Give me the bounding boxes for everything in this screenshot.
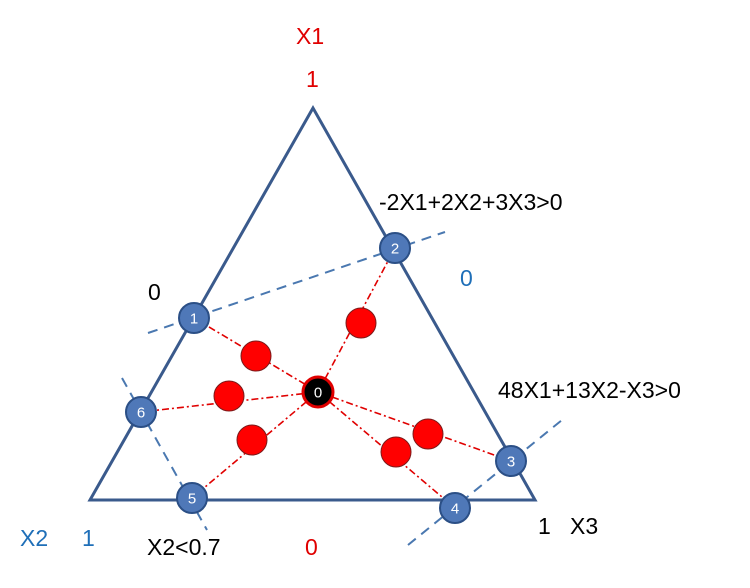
- red-dots: [213, 307, 444, 468]
- constraint-label-right: 48X1+13X2-X3>0: [498, 377, 681, 403]
- center-node-label: 0: [314, 385, 322, 402]
- left-edge-zero: 0: [148, 279, 161, 305]
- node-2-label: 2: [391, 241, 399, 258]
- red-dot: [380, 436, 412, 468]
- x1-axis-name: X1: [296, 23, 324, 49]
- node-1: 1: [178, 302, 210, 334]
- node-3: 3: [495, 445, 527, 477]
- node-6: 6: [125, 396, 157, 428]
- right-edge-zero: 0: [460, 265, 473, 291]
- node-6-label: 6: [137, 405, 145, 422]
- node-1-label: 1: [190, 311, 198, 328]
- ray-to-node-1: [193, 317, 319, 393]
- node-4: 4: [439, 492, 471, 524]
- constraint-label-bottom: X2<0.7: [147, 534, 221, 560]
- x1-vertex-value: 1: [306, 66, 319, 92]
- center-node: 0: [301, 375, 335, 409]
- bottom-edge-zero: 0: [305, 534, 318, 560]
- node-4-label: 4: [451, 501, 459, 518]
- constraint-label-top: -2X1+2X2+3X3>0: [379, 189, 563, 215]
- x2-axis-name: X2: [20, 525, 48, 551]
- x2-vertex-value: 1: [82, 525, 95, 551]
- node-3-label: 3: [507, 454, 515, 471]
- x3-axis-name: X3: [570, 513, 598, 539]
- ray-to-node-5: [191, 391, 319, 499]
- red-dot: [412, 418, 444, 450]
- red-dot: [236, 424, 268, 456]
- node-5-label: 5: [188, 491, 196, 508]
- red-dot: [240, 340, 272, 372]
- node-2: 2: [379, 232, 411, 264]
- red-dot: [213, 380, 245, 412]
- red-dot: [345, 307, 377, 339]
- x3-vertex-value: 1: [538, 513, 551, 539]
- node-5: 5: [176, 482, 208, 514]
- ray-to-node-3: [317, 391, 512, 462]
